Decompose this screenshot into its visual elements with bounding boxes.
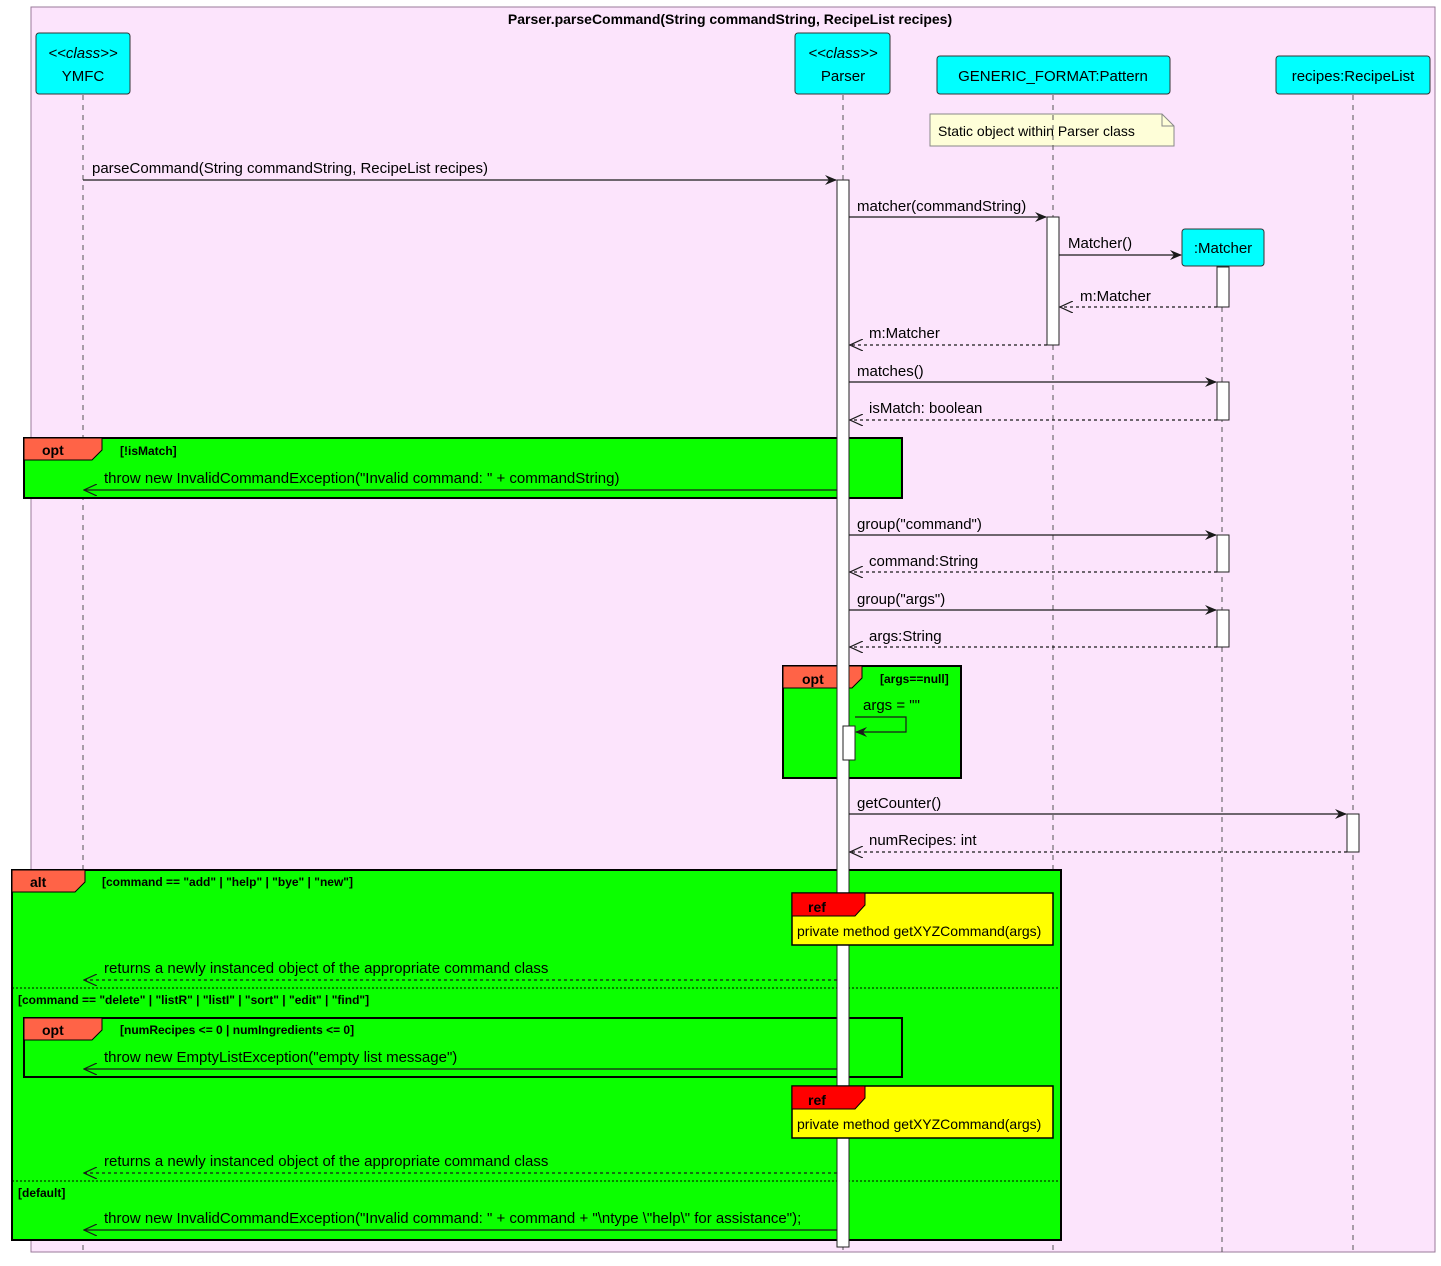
pattern-name: GENERIC_FORMAT:Pattern	[958, 68, 1148, 85]
activation-matcher-matches	[1216, 381, 1230, 421]
participant-matcher: :Matcher	[1181, 228, 1265, 267]
fragment-opt-is-match: opt [!isMatch]	[23, 437, 903, 499]
ret-args-string-label: args:String	[869, 628, 942, 645]
alt-guard-2: [command == "delete" | "listR" | "listI"…	[18, 993, 369, 1007]
ref-get-xyz-command-2: ref private method getXYZCommand(args)	[791, 1085, 1054, 1139]
activation-parser	[836, 179, 850, 1248]
msg-throw-invalid-label: throw new InvalidCommandException("Inval…	[104, 470, 619, 487]
ret-is-match-label: isMatch: boolean	[869, 400, 982, 417]
opt3-keyword: opt	[42, 1022, 64, 1038]
activation-matcher-group-command	[1216, 534, 1230, 573]
matcher-name: :Matcher	[1194, 240, 1252, 257]
parser-stereotype: <<class>>	[808, 45, 877, 62]
ret-returns-1-label: returns a newly instanced object of the …	[104, 960, 548, 977]
msg-matches-label: matches()	[857, 363, 924, 380]
msg-matcher-ctor-label: Matcher()	[1068, 235, 1132, 252]
opt1-keyword: opt	[42, 442, 64, 458]
activation-matcher-create	[1216, 266, 1230, 308]
ref1-keyword: ref	[808, 899, 826, 915]
ref1-text: private method getXYZCommand(args)	[797, 923, 1041, 939]
ref-get-xyz-command-1: ref private method getXYZCommand(args)	[791, 892, 1054, 946]
ymfc-stereotype: <<class>>	[48, 45, 117, 62]
ymfc-name: YMFC	[62, 68, 105, 85]
msg-throw-default-label: throw new InvalidCommandException("Inval…	[104, 1210, 801, 1227]
msg-get-counter-label: getCounter()	[857, 795, 941, 812]
parser-name: Parser	[821, 68, 865, 85]
static-note: Static object within Parser class	[929, 113, 1175, 147]
recipes-name: recipes:RecipeList	[1292, 68, 1415, 85]
ref2-text: private method getXYZCommand(args)	[797, 1116, 1041, 1132]
ret-num-recipes-label: numRecipes: int	[869, 832, 977, 849]
fragment-opt-args-null: opt [args==null]	[782, 665, 962, 779]
participant-ymfc: <<class>> YMFC	[35, 32, 131, 95]
msg-parse-command-label: parseCommand(String commandString, Recip…	[92, 160, 488, 177]
opt3-guard: [numRecipes <= 0 | numIngredients <= 0]	[120, 1023, 354, 1037]
participant-parser: <<class>> Parser	[794, 32, 891, 95]
activation-recipes	[1346, 813, 1360, 853]
msg-matcher-label: matcher(commandString)	[857, 198, 1026, 215]
ret-m-matcher-1-label: m:Matcher	[1080, 288, 1151, 305]
alt-guard-1: [command == "add" | "help" | "bye" | "ne…	[102, 875, 353, 889]
note-text: Static object within Parser class	[938, 123, 1135, 139]
alt-guard-3: [default]	[18, 1186, 65, 1200]
opt2-keyword: opt	[802, 671, 824, 687]
diagram-title: Parser.parseCommand(String commandString…	[508, 11, 952, 27]
participant-recipes: recipes:RecipeList	[1275, 55, 1431, 95]
alt-keyword: alt	[30, 874, 47, 890]
msg-group-args-label: group("args")	[857, 591, 945, 608]
ret-m-matcher-2-label: m:Matcher	[869, 325, 940, 342]
msg-group-command-label: group("command")	[857, 516, 982, 533]
activation-parser-self	[842, 725, 856, 761]
ref2-keyword: ref	[808, 1092, 826, 1108]
opt2-guard: [args==null]	[880, 672, 949, 686]
msg-throw-empty-label: throw new EmptyListException("empty list…	[104, 1049, 457, 1066]
activation-matcher-group-args	[1216, 609, 1230, 648]
ret-command-string-label: command:String	[869, 553, 978, 570]
activation-pattern	[1046, 216, 1060, 346]
fragment-opt-empty-list: opt [numRecipes <= 0 | numIngredients <=…	[23, 1017, 903, 1078]
ret-returns-2-label: returns a newly instanced object of the …	[104, 1153, 548, 1170]
msg-args-empty-label: args = ""	[863, 697, 920, 714]
msg-args-empty	[855, 716, 907, 737]
participant-pattern: GENERIC_FORMAT:Pattern	[936, 55, 1171, 95]
opt1-guard: [!isMatch]	[120, 444, 177, 458]
